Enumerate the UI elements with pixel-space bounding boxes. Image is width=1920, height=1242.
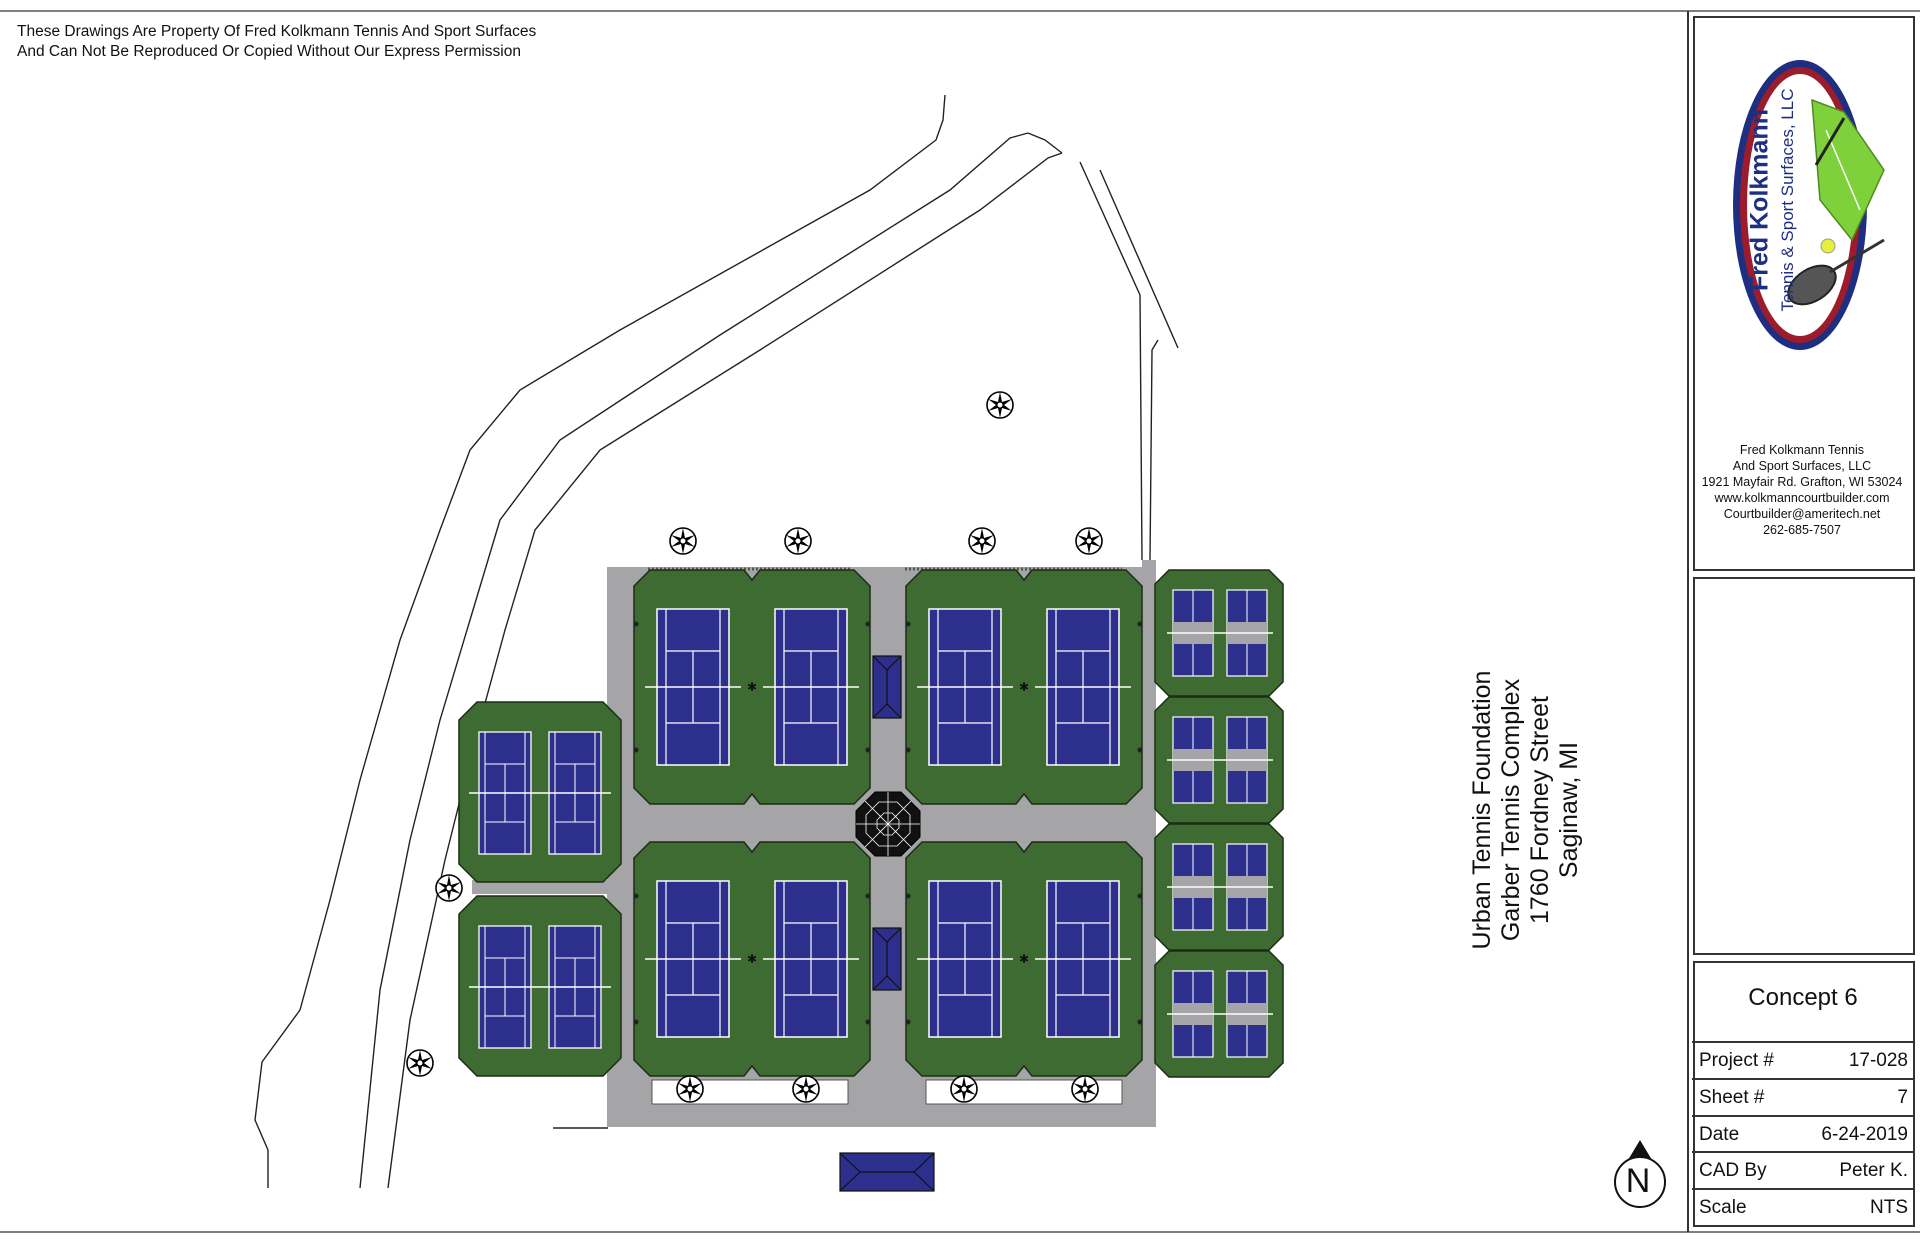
north-arrow-icon [1614,1140,1666,1208]
road-lines [254,94,1179,1189]
title-block-frames [1693,16,1915,1227]
sheet-border [0,10,1920,1233]
project-client: Urban Tennis Foundation [1468,670,1496,950]
title-row-cad-by: CAD By Peter K. [1692,1151,1914,1187]
title-row-scale: Scale NTS [1692,1188,1914,1224]
title-row-project: Project # 17-028 [1692,1041,1914,1077]
title-row-value: 7 [1897,1087,1908,1108]
company-phone: 262-685-7507 [1763,523,1841,537]
company-website: www.kolkmanncourtbuilder.com [1714,491,1890,505]
north-label: N [1625,1162,1651,1200]
gazebo [855,791,921,857]
company-line-3: 1921 Mayfair Rd. Grafton, WI 53024 [1701,475,1903,489]
title-row-value: Peter K. [1839,1160,1908,1181]
copyright-line-2: And Can Not Be Reproduced Or Copied With… [17,43,521,60]
title-row-label: Project # [1699,1050,1774,1071]
copyright-notice: These Drawings Are Property Of Fred Kolk… [17,22,536,62]
title-row-value: 6-24-2019 [1821,1124,1908,1145]
pickleball-courts [1154,569,1284,1078]
project-site: Garber Tennis Complex [1497,678,1525,942]
project-city: Saginaw, MI [1555,741,1583,879]
concept-title: Concept 6 [1748,984,1858,1011]
project-name-block: Urban Tennis Foundation Garber Tennis Co… [1468,560,1628,1060]
title-row-sheet: Sheet # 7 [1692,1078,1914,1114]
title-row-date: Date 6-24-2019 [1692,1115,1914,1151]
company-line-2: And Sport Surfaces, LLC [1732,459,1872,473]
company-email: Courtbuilder@ameritech.net [1723,507,1881,521]
company-line-1: Fred Kolkmann Tennis [1739,443,1865,457]
logo-company-subtitle: Tennis & Sport Surfaces, LLC [1778,88,1797,312]
logo-company-name: Fred Kolkmann [1745,109,1774,291]
title-row-label: CAD By [1699,1160,1767,1181]
title-row-label: Sheet # [1699,1087,1765,1108]
company-address: Fred Kolkmann Tennis And Sport Surfaces,… [1692,442,1912,538]
title-row-label: Scale [1699,1197,1747,1218]
shelter-roofs [839,655,935,1192]
company-logo [1733,60,1885,350]
project-street: 1760 Fordney Street [1526,696,1554,924]
title-row-value: NTS [1870,1197,1908,1218]
title-row-label: Date [1699,1124,1740,1145]
title-row-value: 17-028 [1848,1050,1908,1071]
copyright-line-1: These Drawings Are Property Of Fred Kolk… [17,23,537,40]
